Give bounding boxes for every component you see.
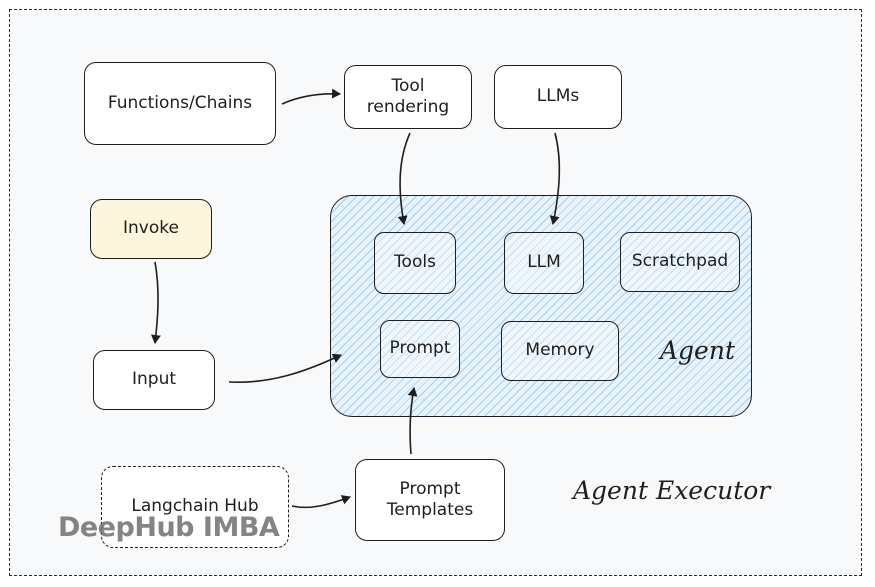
prompt-node: Prompt bbox=[380, 320, 460, 378]
watermark: DeepHub IMBA bbox=[58, 512, 280, 543]
memory-node: Memory bbox=[501, 321, 619, 381]
input-node: Input bbox=[93, 350, 215, 410]
invoke-node: Invoke bbox=[90, 199, 212, 259]
agent-executor-label: Agent Executor bbox=[573, 476, 771, 505]
agent-container bbox=[330, 195, 752, 417]
agent-label: Agent bbox=[660, 336, 735, 365]
functions-chains-node: Functions/Chains bbox=[84, 62, 276, 145]
prompt-templates-node: Prompt Templates bbox=[355, 459, 505, 541]
tools-node: Tools bbox=[374, 232, 456, 294]
scratchpad-node: Scratchpad bbox=[620, 232, 740, 292]
llms-node: LLMs bbox=[494, 65, 622, 129]
llm-node: LLM bbox=[504, 232, 584, 294]
tool-rendering-node: Tool rendering bbox=[344, 65, 472, 129]
langchain-hub-node: Langchain Hub bbox=[101, 466, 289, 548]
